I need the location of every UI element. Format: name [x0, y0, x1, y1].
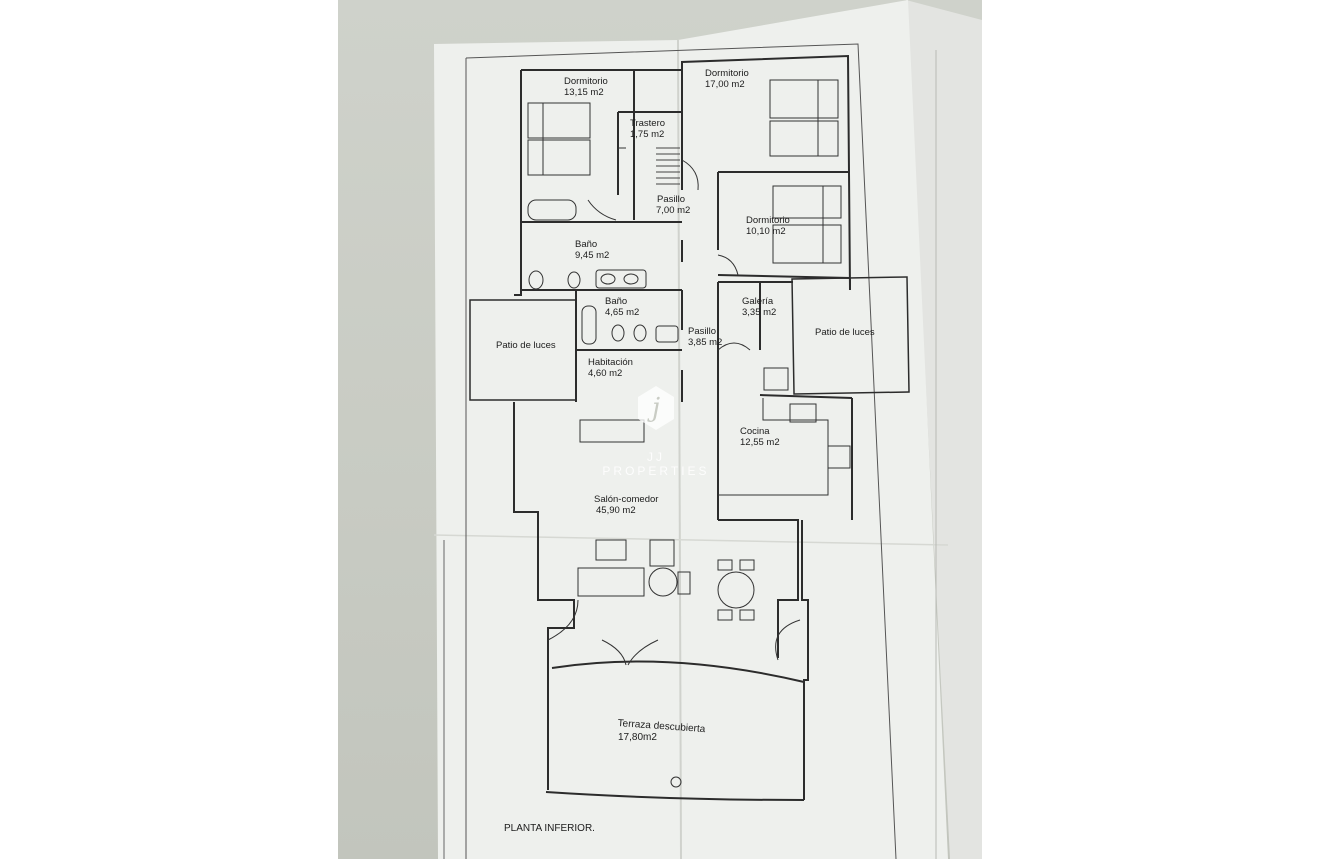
room-area: 17,00 m2 — [705, 79, 745, 90]
room-name: Trastero — [630, 118, 666, 129]
room-area: 17,80m2 — [618, 732, 657, 743]
room-name: Habitación — [588, 357, 633, 368]
room-area: 45,90 m2 — [596, 505, 636, 516]
room-name: Pasillo — [657, 194, 685, 205]
room-name: Dormitorio — [564, 76, 608, 87]
patio-label: Patio de luces — [496, 340, 556, 351]
patio-left — [469, 299, 577, 401]
paper-sheet-main — [434, 0, 948, 859]
room-name: Galería — [742, 296, 774, 307]
patio-right — [791, 276, 910, 395]
patio-label: Patio de luces — [815, 327, 875, 338]
paper-sheet-right — [906, 0, 982, 859]
room-area: 4,65 m2 — [605, 307, 640, 318]
watermark-text: JJ PROPERTIES — [602, 450, 710, 478]
floor-plan-drawing — [433, 0, 982, 859]
room-name: Salón-comedor — [594, 494, 659, 505]
room-area: 3,35 m2 — [742, 307, 777, 318]
room-area: 1,75 m2 — [630, 129, 665, 140]
watermark-logo-icon: j — [638, 386, 674, 430]
plan-title: PLANTA INFERIOR. — [504, 823, 595, 834]
watermark-letter: j — [651, 393, 661, 423]
room-name: Baño — [605, 296, 628, 307]
room-area: 7,00 m2 — [656, 205, 691, 216]
room-area: 4,60 m2 — [588, 368, 623, 379]
room-name: Cocina — [740, 426, 770, 437]
room-area: 13,15 m2 — [564, 87, 604, 98]
room-name: Dormitorio — [705, 68, 749, 79]
room-name: Pasillo — [688, 326, 716, 337]
floor-plan-photo: Dormitorio 13,15 m2 Trastero 1,75 m2 Dor… — [338, 0, 982, 859]
room-name: Baño — [575, 239, 598, 250]
room-area: 10,10 m2 — [746, 226, 786, 237]
room-name: Dormitorio — [746, 215, 790, 226]
room-area: 9,45 m2 — [575, 250, 610, 261]
watermark: j JJ PROPERTIES — [594, 386, 718, 478]
room-area: 3,85 m2 — [688, 337, 723, 348]
room-area: 12,55 m2 — [740, 437, 780, 448]
